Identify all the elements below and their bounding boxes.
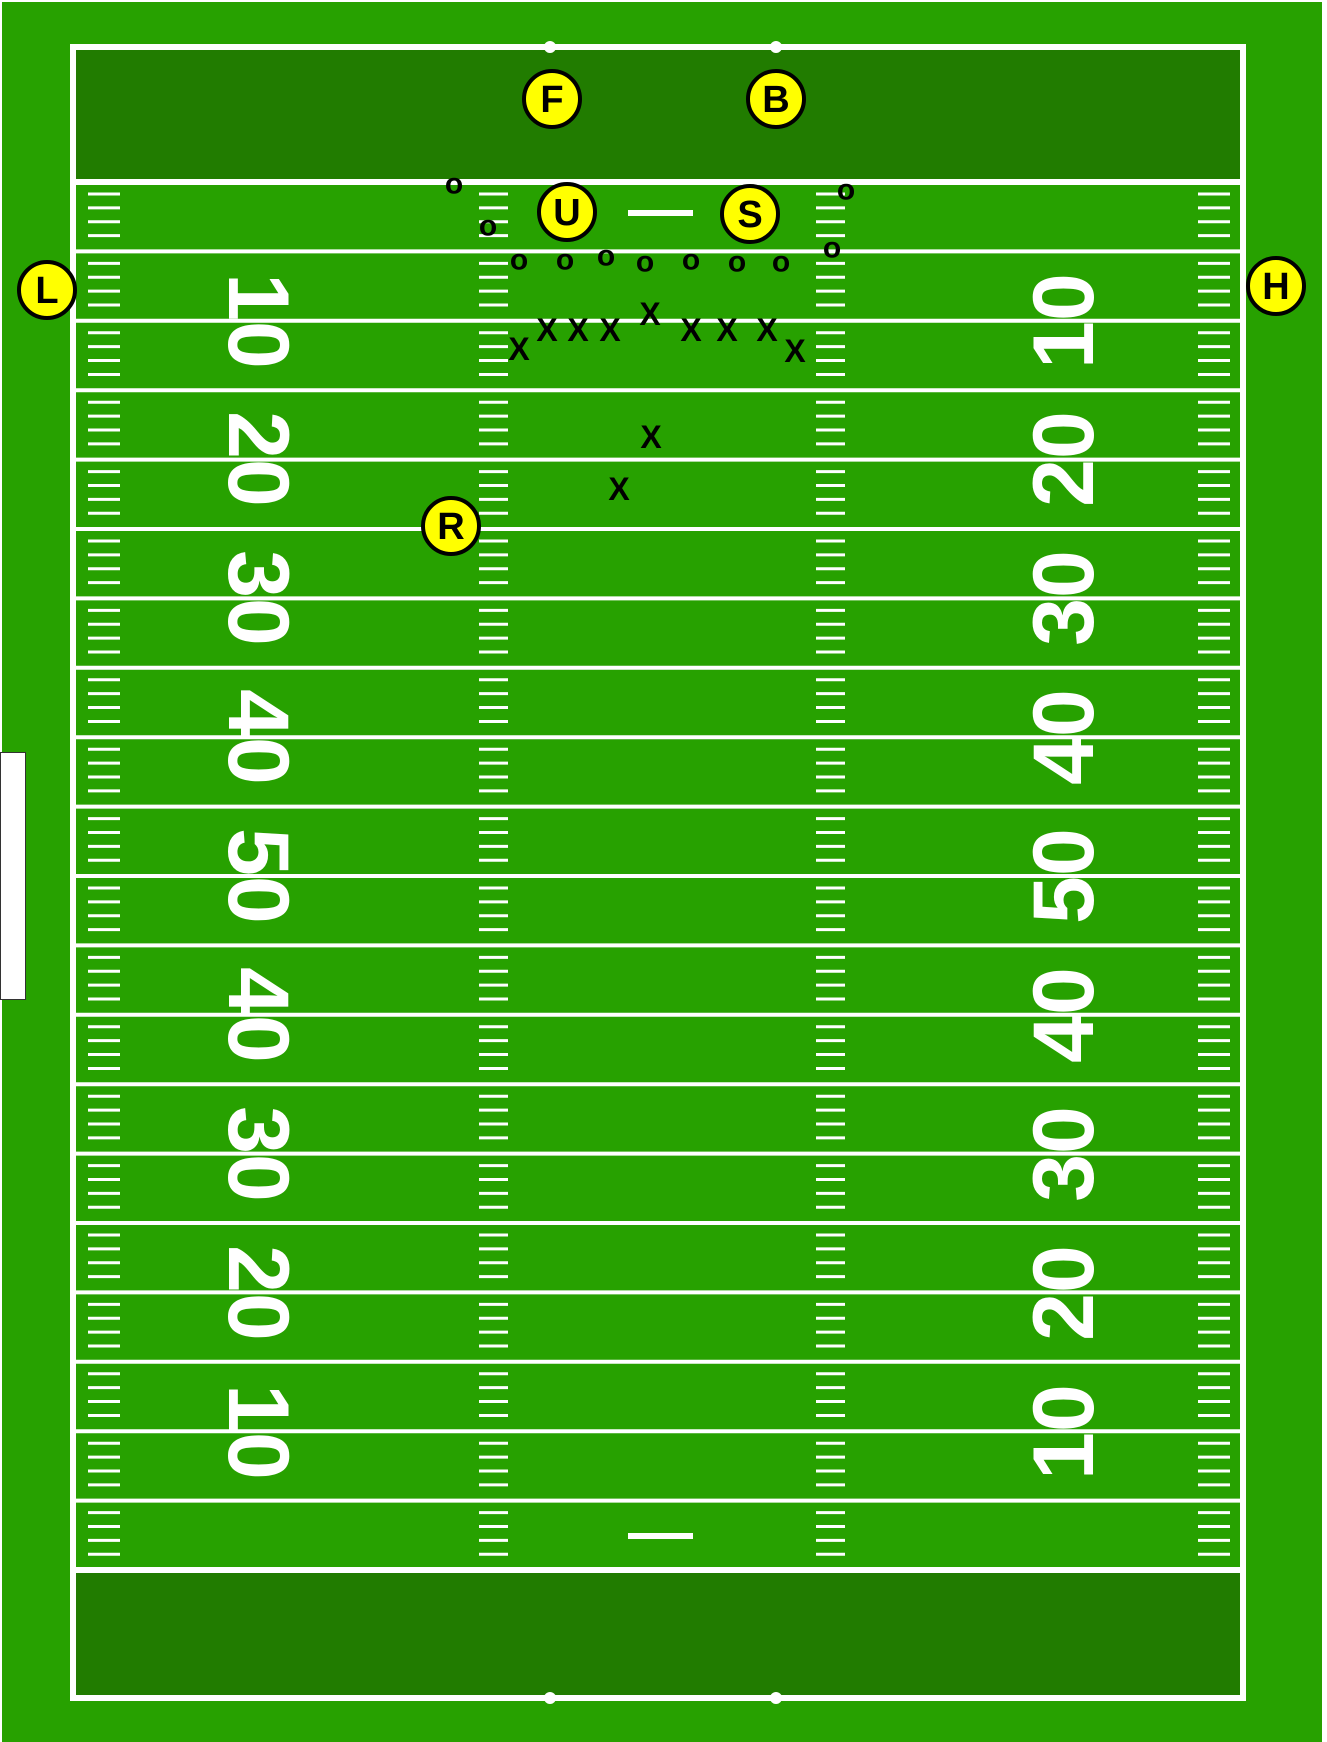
defense-player-x: X (680, 312, 702, 348)
offense-player-o: o (682, 244, 700, 277)
official-label: S (737, 194, 762, 236)
official-label: L (35, 270, 58, 312)
goalpost-mark (770, 41, 782, 53)
official-label: R (437, 506, 464, 548)
goalpost-mark (770, 1692, 782, 1704)
official-r: R (423, 498, 479, 554)
yard-number-left: 20 (210, 1245, 306, 1341)
yard-number-left: 10 (210, 1384, 306, 1480)
defense-player-x: X (508, 331, 530, 367)
defense-player-x: X (599, 312, 621, 348)
official-b: B (748, 71, 804, 127)
defense-player-x: X (639, 296, 661, 332)
offense-player-o: o (479, 210, 497, 243)
defense-player-x: X (784, 333, 806, 369)
offense-player-o: o (445, 168, 463, 201)
yard-number-left: 40 (210, 689, 306, 785)
defense-player-x: X (567, 312, 589, 348)
offense-player-o: o (636, 246, 654, 279)
yard-number-right: 40 (1016, 967, 1112, 1063)
yard-number-right: 30 (1016, 550, 1112, 646)
yard-number-right: 10 (1016, 273, 1112, 369)
offense-player-o: o (823, 232, 841, 265)
yard-number-right: 50 (1016, 828, 1112, 924)
offense-player-o: o (837, 174, 855, 207)
offense-player-o: o (772, 246, 790, 279)
yard-numbers-left: 10 20 30 40 50 40 30 20 10 (210, 273, 306, 1480)
official-label: F (540, 79, 563, 121)
goalpost-mark (544, 41, 556, 53)
official-label: B (762, 79, 789, 121)
offense-player-o: o (556, 244, 574, 277)
defense-player-x: X (716, 312, 738, 348)
offense-player-o: o (510, 244, 528, 277)
yard-number-left: 40 (210, 967, 306, 1063)
defense-player-x: X (640, 419, 662, 455)
official-u: U (539, 184, 595, 240)
official-label: U (553, 192, 580, 234)
offense-player-o: o (597, 240, 615, 273)
yard-number-left: 30 (210, 1106, 306, 1202)
endzone-top (73, 47, 1243, 182)
offense-player-o: o (728, 246, 746, 279)
goalpost-mark (544, 1692, 556, 1704)
yard-number-right: 20 (1016, 1245, 1112, 1341)
official-f: F (524, 71, 580, 127)
yard-number-right: 30 (1016, 1106, 1112, 1202)
official-label: H (1262, 266, 1289, 308)
yard-number-left: 30 (210, 550, 306, 646)
official-l: L (19, 262, 75, 318)
yard-number-right: 20 (1016, 411, 1112, 507)
yard-number-left: 10 (210, 273, 306, 369)
yard-number-right: 10 (1016, 1384, 1112, 1480)
yard-number-left: 20 (210, 411, 306, 507)
endzone-bottom (73, 1570, 1243, 1698)
side-tab[interactable] (0, 752, 26, 1000)
yard-number-right: 40 (1016, 689, 1112, 785)
yard-numbers-right: 10 20 30 40 50 40 30 20 10 (1016, 273, 1112, 1480)
yard-number-left: 50 (210, 828, 306, 924)
defense-player-x: X (756, 312, 778, 348)
defense-player-x: X (536, 312, 558, 348)
official-h: H (1248, 258, 1304, 314)
official-s: S (722, 186, 778, 242)
defense-player-x: X (608, 471, 630, 507)
